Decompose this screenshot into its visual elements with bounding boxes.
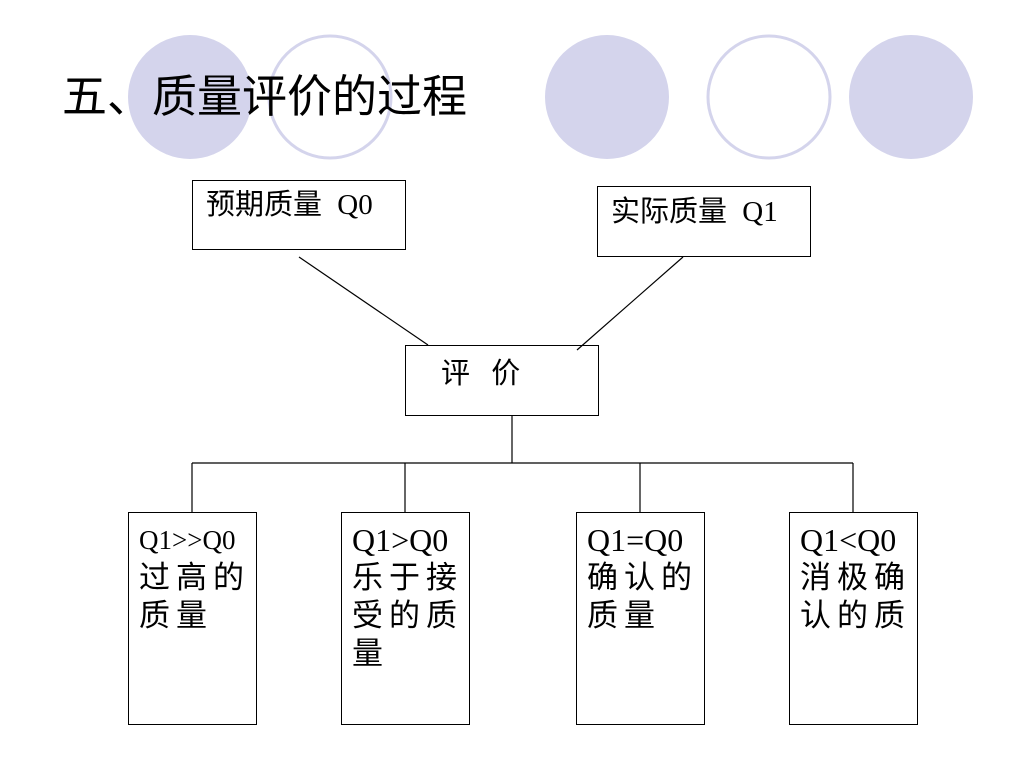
outcome-box-1: Q1>>Q0 过高的 质量: [128, 512, 257, 725]
actual-quality-label: 实际质量 Q1: [611, 196, 778, 228]
outcome-condition: Q1=Q0: [587, 522, 684, 558]
outcome-text-line: 质量: [139, 598, 213, 633]
connector-expected-to-evaluation: [298, 256, 429, 346]
outcome-text-line: 乐于接: [352, 560, 463, 595]
evaluation-box: 评 价: [405, 345, 599, 416]
outcome-text-line: 消极确: [800, 560, 911, 595]
outcome-text-line: 质量: [587, 598, 661, 633]
decorative-circle-outline: [706, 34, 832, 160]
actual-quality-box: 实际质量 Q1: [597, 186, 811, 257]
outcome-condition: Q1>>Q0: [139, 525, 236, 555]
decorative-circle-filled: [545, 35, 669, 159]
expected-quality-label: 预期质量 Q0: [206, 189, 373, 221]
expected-quality-box: 预期质量 Q0: [192, 180, 406, 250]
decorative-circle-filled: [849, 35, 973, 159]
outcome-box-3: Q1=Q0 确认的 质量: [576, 512, 705, 725]
outcome-condition: Q1<Q0: [800, 522, 897, 558]
outcome-box-4: Q1<Q0 消极确 认的质: [789, 512, 918, 725]
outcome-text-line: 受的质: [352, 598, 463, 633]
outcome-box-2: Q1>Q0 乐于接 受的质 量: [341, 512, 470, 725]
outcome-text-line: 认的质: [800, 598, 911, 633]
outcome-text-line: 确认的: [587, 560, 698, 595]
outcome-text-line: 过高的: [139, 560, 250, 595]
slide-title: 五、质量评价的过程: [62, 72, 468, 122]
connector-actual-to-evaluation: [576, 256, 684, 351]
evaluation-label: 评 价: [441, 358, 521, 390]
outcome-condition: Q1>Q0: [352, 522, 449, 558]
outcome-text-line: 量: [352, 636, 389, 671]
